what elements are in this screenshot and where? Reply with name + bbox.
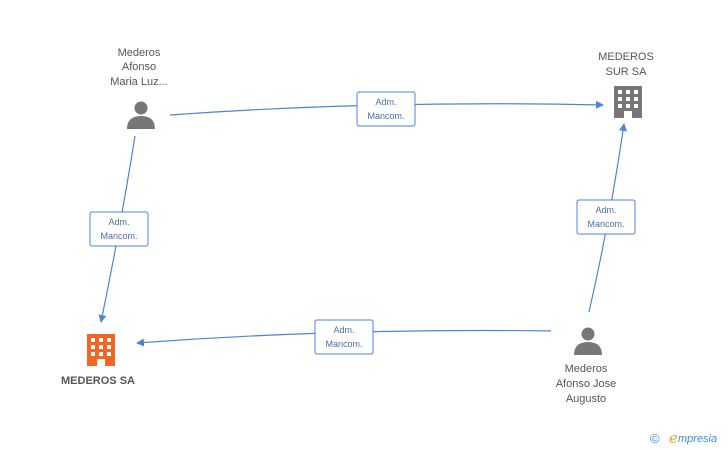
node-label-line: Maria Luz... bbox=[110, 76, 167, 88]
edge-label-line2: Mancom. bbox=[587, 219, 624, 229]
brand-name: mpresia bbox=[678, 433, 717, 445]
empresia-watermark: © e mpresia bbox=[650, 429, 717, 447]
node-label-line: Afonso Jose bbox=[556, 378, 617, 390]
edge-label-line2: Mancom. bbox=[325, 339, 362, 349]
building-icon bbox=[614, 86, 642, 118]
edge-person-bottom-to-company-main[interactable]: Adm. Mancom. bbox=[136, 319, 552, 355]
building-icon bbox=[87, 334, 115, 366]
edge-label-line2: Mancom. bbox=[367, 111, 404, 121]
edge-label-line1: Adm. bbox=[375, 97, 396, 107]
person-icon bbox=[574, 327, 602, 355]
node-company-main[interactable]: MEDEROS SA bbox=[61, 334, 135, 387]
person-icon bbox=[127, 101, 155, 129]
node-label-main: MEDEROS SA bbox=[61, 375, 135, 387]
edge-label-line2: Mancom. bbox=[100, 231, 137, 241]
node-company-top[interactable]: MEDEROS SUR SA bbox=[598, 51, 654, 118]
node-label-line: Afonso bbox=[122, 61, 156, 73]
node-label-line: Mederos bbox=[565, 363, 608, 375]
edge-label-line1: Adm. bbox=[595, 205, 616, 215]
node-person-bottom[interactable]: Mederos Afonso Jose Augusto bbox=[556, 327, 617, 406]
edge-label-line1: Adm. bbox=[333, 325, 354, 335]
node-label-line: SUR SA bbox=[606, 66, 648, 78]
edge-person-bottom-to-company-top[interactable]: Adm. Mancom. bbox=[576, 123, 636, 313]
node-label-line: MEDEROS bbox=[598, 51, 654, 63]
edge-person-top-to-company-top[interactable]: Adm. Mancom. bbox=[169, 91, 604, 127]
edge-person-top-to-company-main[interactable]: Adm. Mancom. bbox=[89, 135, 149, 323]
edge-label-line1: Adm. bbox=[108, 217, 129, 227]
node-label-line: Augusto bbox=[566, 393, 606, 405]
brand-initial: e bbox=[669, 429, 678, 447]
node-label-line: Mederos bbox=[118, 47, 161, 59]
copyright-symbol: © bbox=[650, 431, 660, 446]
node-person-top[interactable]: Mederos Afonso Maria Luz... bbox=[110, 47, 168, 129]
